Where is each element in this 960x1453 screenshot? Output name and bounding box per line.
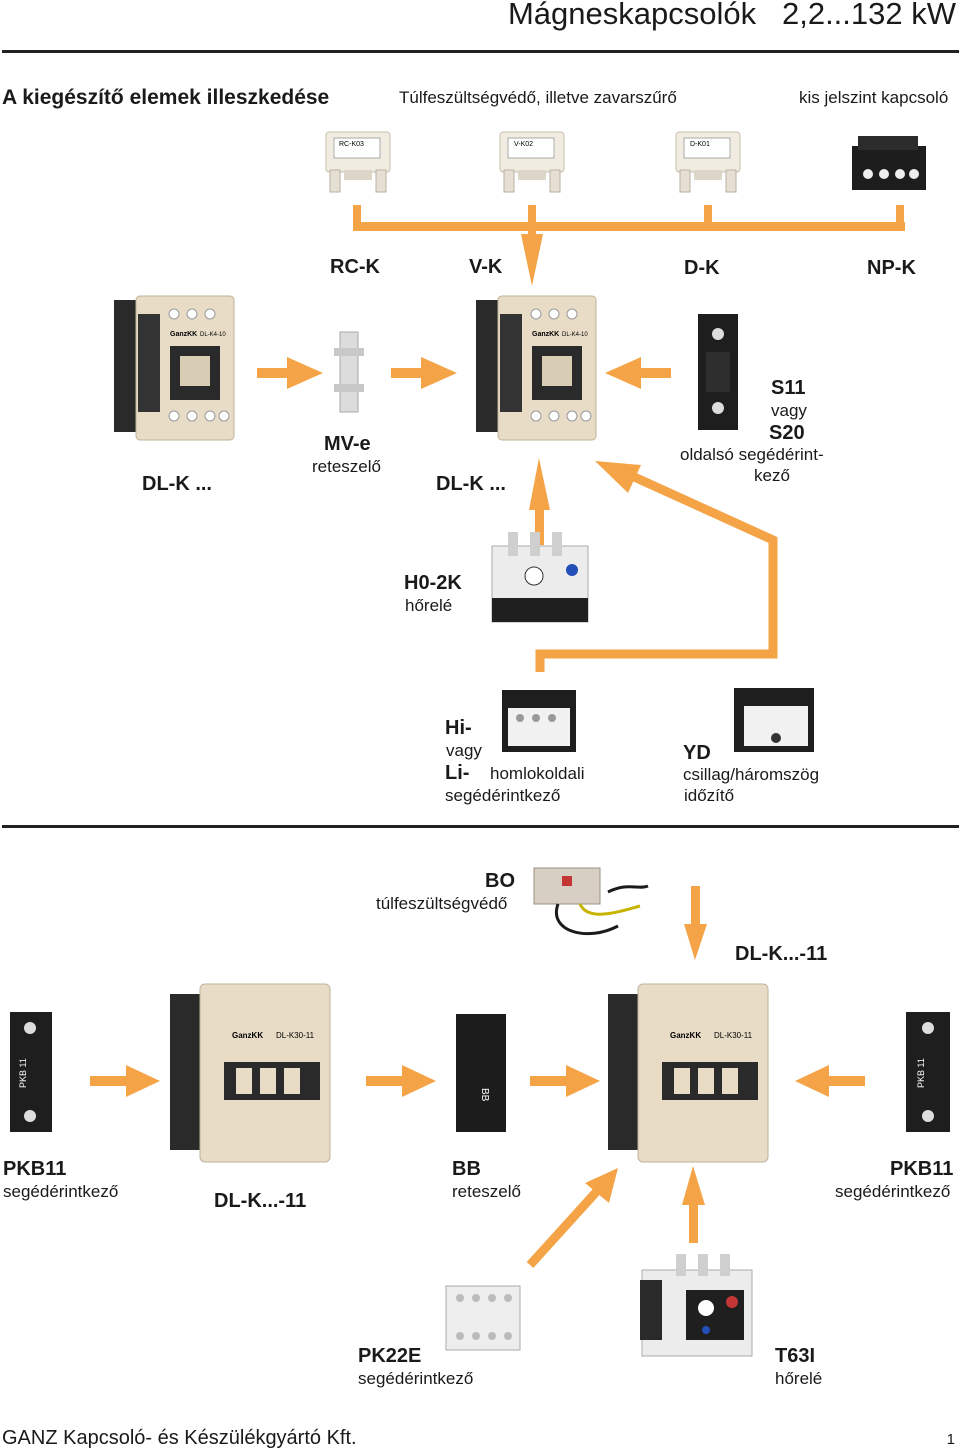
side-aux-desc2: kező: [754, 466, 790, 485]
rc-k-module-text: RC-K03: [339, 141, 364, 148]
thermal-desc: hőrelé: [405, 596, 453, 615]
pkb11-right-text: PKB 11: [916, 1058, 926, 1088]
pkb11-right-image: PKB 11: [906, 1012, 950, 1132]
rc-k-module-image: RC-K03: [325, 131, 391, 193]
contactor-dl-k30-left-model: DL-K30-11: [276, 1031, 315, 1040]
side-aux-name2: S20: [769, 422, 805, 444]
front-aux-name2: Li-: [445, 762, 470, 784]
contactor-left-2-label: DL-K...-11: [214, 1190, 307, 1212]
front-aux-or: vagy: [446, 741, 482, 760]
t63i-desc: hőrelé: [775, 1369, 823, 1388]
code-np-k: NP-K: [867, 257, 916, 279]
pkb11-left-text: PKB 11: [18, 1058, 28, 1088]
bo-name: BO: [485, 870, 515, 892]
d-k-module-text: D-K01: [690, 141, 710, 148]
bb-interlock-image: BB: [456, 1014, 506, 1132]
contactor-dl-k30-left-brand: GanzKK: [232, 1031, 263, 1040]
pkb-left-desc: segédérintkező: [3, 1182, 119, 1201]
code-rc-k: RC-K: [330, 256, 380, 278]
t63i-name: T63I: [775, 1345, 816, 1367]
contactor-left-label: DL-K ...: [142, 473, 212, 495]
contactor-dl-k30-right-brand: GanzKK: [670, 1031, 701, 1040]
yd-timer-image: [734, 688, 814, 752]
timer-name: YD: [683, 742, 711, 764]
front-aux-desc2: segédérintkező: [445, 786, 561, 805]
interlock-desc: reteszelő: [312, 457, 381, 476]
np-k-module-image: [852, 136, 926, 190]
pk22e-name: PK22E: [358, 1345, 422, 1367]
front-aux-contact-image: [502, 690, 576, 752]
bo-desc: túlfeszültségvédő: [376, 894, 508, 913]
side-aux-desc1: oldalsó segédérint-: [680, 445, 824, 464]
contactor-dl-k30-right-image: GanzKK DL-K30-11: [608, 983, 769, 1163]
header-rule: [2, 50, 959, 53]
contactor-right-label: DL-K...-11: [735, 943, 828, 965]
footer-company: GANZ Kapcsoló- és Készülékgyártó Kft.: [2, 1427, 357, 1449]
side-aux-contact-image: [698, 314, 738, 430]
code-v-k: V-K: [469, 256, 503, 278]
thermal-relay-image: [491, 532, 589, 623]
pk22e-aux-contact-image: [445, 1285, 521, 1351]
interlock-name: MV-e: [324, 433, 371, 455]
timer-desc2: időzítő: [684, 786, 735, 805]
thermal-name: H0-2K: [404, 572, 462, 594]
section-rule: [2, 825, 959, 828]
front-aux-name1: Hi-: [445, 717, 472, 739]
pk22e-desc: segédérintkező: [358, 1369, 474, 1388]
pkb-left-name: PKB11: [3, 1158, 67, 1180]
pkb11-left-image: PKB 11: [10, 1012, 52, 1132]
timer-desc1: csillag/háromszög: [683, 765, 820, 784]
surge-label: Túlfeszültségvédő, illetve zavarszűrő: [399, 88, 677, 107]
side-aux-or: vagy: [771, 401, 807, 420]
contactor-mid-label: DL-K ...: [436, 473, 506, 495]
power-range: 2,2...132 kW: [781, 0, 956, 31]
page-title-text: Mágneskapcsolók: [507, 0, 757, 31]
bo-surge-protector-image: [533, 867, 649, 936]
front-aux-desc1: homlokoldali: [490, 764, 585, 783]
low-level-label: kis jelszint kapcsoló: [799, 88, 949, 107]
v-k-module-text: V-K02: [514, 141, 533, 148]
contactor-mid-model: DL-K4-10: [562, 332, 588, 338]
t63i-thermal-relay-image: [640, 1254, 753, 1357]
bb-device-text: BB: [479, 1088, 490, 1102]
v-k-module-image: V-K02: [499, 131, 565, 193]
d-k-module-image: D-K01: [675, 131, 741, 193]
bb-name: BB: [452, 1158, 481, 1180]
section-title: A kiegészítő elemek illeszkedése: [2, 86, 330, 109]
contactor-mid-image: GanzKK DL-K4-10: [476, 295, 597, 441]
page-number: 1: [946, 1431, 955, 1448]
contactor-dl-k30-left-image: GanzKK DL-K30-11: [170, 983, 331, 1163]
page-title: Mágneskapcsolók 2,2...132 kW: [508, 0, 956, 31]
mv-e-interlock-image: [334, 331, 364, 413]
code-d-k: D-K: [684, 257, 720, 279]
pkb-right-desc: segédérintkező: [835, 1182, 951, 1201]
pkb-right-name: PKB11: [890, 1158, 954, 1180]
contactor-dl-k30-right-model: DL-K30-11: [714, 1031, 753, 1040]
contactor-left-brand: GanzKK: [170, 331, 197, 338]
side-aux-name1: S11: [771, 377, 806, 399]
bb-desc: reteszelő: [452, 1182, 521, 1201]
contactor-left-model: DL-K4-10: [200, 332, 226, 338]
contactor-left-image: GanzKK DL-K4-10: [114, 295, 235, 441]
contactor-mid-brand: GanzKK: [532, 331, 559, 338]
